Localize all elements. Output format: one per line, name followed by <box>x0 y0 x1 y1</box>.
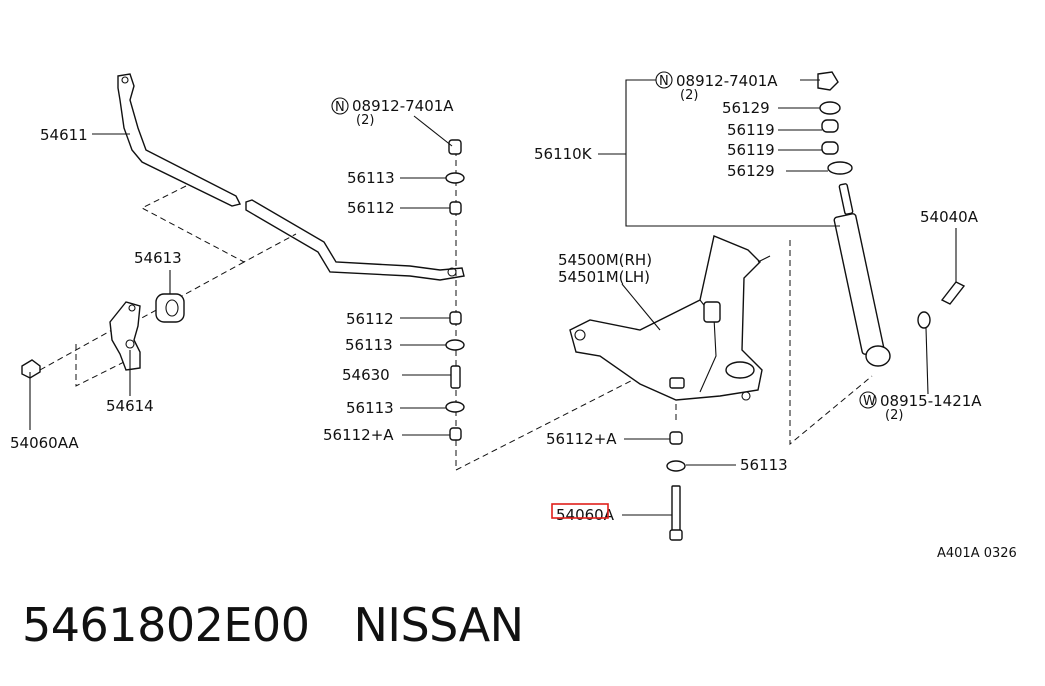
link-stack-left <box>445 139 465 441</box>
n-marker-left-text: N <box>335 100 345 115</box>
label-nut-left: 08912-7401A <box>352 97 454 115</box>
brand-name: NISSAN <box>353 598 524 652</box>
shock-absorber <box>817 71 966 367</box>
label-54501M: 54501M(LH) <box>558 268 650 286</box>
n-marker-right <box>655 71 673 89</box>
bushing-54613 <box>155 293 185 323</box>
assembly-bracket-56110K <box>598 79 840 227</box>
highlight-box <box>551 503 609 519</box>
label-56119-b: 56119 <box>727 141 775 159</box>
bracket-54614 <box>109 301 141 371</box>
label-54500M: 54500M(RH) <box>558 251 652 269</box>
bolt-54060AA <box>21 359 41 379</box>
n-marker-right-text: N <box>659 74 669 89</box>
w-marker <box>859 391 877 409</box>
label-54060AA: 54060AA <box>10 434 79 452</box>
caption: 5461802E00 NISSAN <box>22 598 524 652</box>
label-56112A-left: 56112+A <box>323 426 394 444</box>
label-washer-qty: (2) <box>885 408 903 423</box>
label-washer: 08915-1421A <box>880 392 982 410</box>
label-56113-c: 56113 <box>346 399 394 417</box>
link-stack-center <box>666 431 686 541</box>
label-56112-a: 56112 <box>347 199 395 217</box>
label-nut-right: 08912-7401A <box>676 72 778 90</box>
lower-arm <box>569 235 771 401</box>
label-nut-left-qty: (2) <box>356 113 374 128</box>
label-56112-b: 56112 <box>346 310 394 328</box>
label-54613: 54613 <box>134 249 182 267</box>
n-marker-left <box>331 97 349 115</box>
label-56113-a: 56113 <box>347 169 395 187</box>
label-56112A-center: 56112+A <box>546 430 617 448</box>
label-54614: 54614 <box>106 397 154 415</box>
reference-code: A401A 0326 <box>937 546 1017 561</box>
label-54040A: 54040A <box>920 208 979 226</box>
w-marker-text: W <box>863 394 876 409</box>
guide-lines-right <box>675 240 873 446</box>
label-56113-d: 56113 <box>740 456 788 474</box>
label-56110K: 56110K <box>534 145 593 163</box>
label-54611: 54611 <box>40 126 88 144</box>
label-56129-a: 56129 <box>722 99 770 117</box>
part-number: 5461802E00 <box>22 598 310 652</box>
part-labels: 54611 54613 54614 54060AA N 08912-7401A … <box>10 71 1017 561</box>
label-54630: 54630 <box>342 366 390 384</box>
label-56119-a: 56119 <box>727 121 775 139</box>
leader-lines <box>29 79 957 516</box>
label-nut-right-qty: (2) <box>680 88 698 103</box>
label-56129-b: 56129 <box>727 162 775 180</box>
label-56113-b: 56113 <box>345 336 393 354</box>
label-54060A: 54060A <box>556 506 615 524</box>
stabilizer-bar <box>117 73 465 281</box>
